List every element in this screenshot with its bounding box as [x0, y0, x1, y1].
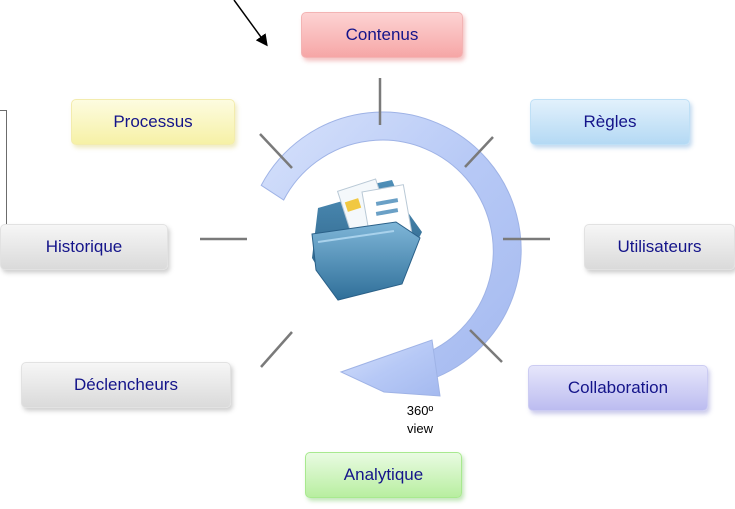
circular-arrow-body	[260, 111, 522, 381]
folder-icon	[311, 178, 422, 301]
circular-arrow-head	[339, 339, 441, 397]
spokes	[200, 78, 550, 368]
node-processus: Processus	[71, 99, 235, 145]
spoke-processus	[259, 133, 293, 169]
node-regles-label: Règles	[583, 112, 637, 131]
spoke-regles	[464, 136, 494, 168]
node-analytique-label: Analytique	[343, 465, 424, 484]
node-regles: Règles	[530, 99, 690, 145]
node-processus-label: Processus	[113, 112, 193, 131]
node-contenus-label: Contenus	[345, 25, 419, 44]
node-utilisateurs-label: Utilisateurs	[617, 237, 702, 256]
center-view-label-line1: 360º	[406, 403, 434, 418]
circular-arrow-icon	[260, 111, 522, 397]
center-view-label-line2: view	[406, 421, 433, 436]
node-declencheurs-label: Déclencheurs	[74, 375, 178, 394]
node-historique: Historique	[0, 224, 168, 270]
node-analytique: Analytique	[305, 452, 462, 498]
node-historique-label: Historique	[45, 237, 123, 256]
pointer-arrow-icon	[233, 0, 268, 47]
spoke-declencheurs	[260, 331, 293, 368]
node-utilisateurs: Utilisateurs	[584, 224, 735, 270]
node-collaboration-label: Collaboration	[567, 378, 669, 397]
node-declencheurs: Déclencheurs	[21, 362, 231, 408]
node-collaboration: Collaboration	[528, 365, 708, 411]
node-contenus: Contenus	[301, 12, 463, 58]
spoke-collaboration	[469, 329, 503, 363]
center-view-label: 360º view	[396, 402, 444, 438]
